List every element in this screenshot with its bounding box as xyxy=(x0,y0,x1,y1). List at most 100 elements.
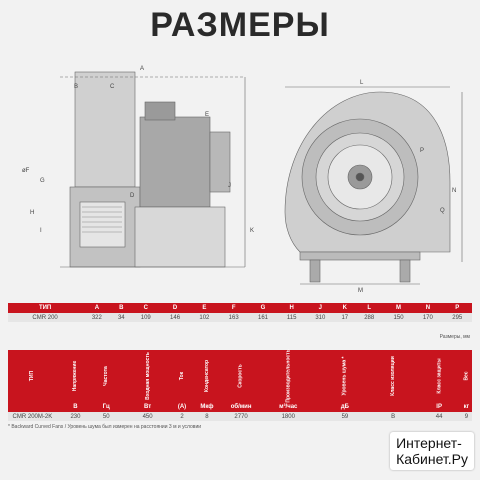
spec-unit xyxy=(8,402,57,412)
dimensions-unit-note: Размеры, мм xyxy=(439,334,470,340)
spec-header: Скорость xyxy=(226,350,256,402)
dim-header: B xyxy=(111,303,132,313)
label-P: P xyxy=(420,148,424,154)
dimensions-table: ТИП A B C D E F G H J K L M N P CMR 200 … xyxy=(8,303,472,322)
dim-cell: 170 xyxy=(413,313,443,322)
dim-header: E xyxy=(189,303,220,313)
label-I: I xyxy=(40,228,42,234)
spec-cell: 450 xyxy=(118,412,177,421)
label-H: H xyxy=(30,210,34,216)
specs-header-row: ТИП Напряжение Частота Входная мощность … xyxy=(8,349,472,403)
watermark-line1: Интернет- xyxy=(396,435,462,451)
dim-cell: 288 xyxy=(354,313,384,322)
spec-unit: об/мин xyxy=(226,402,256,412)
dim-cell: 322 xyxy=(82,313,112,322)
specs-unit-row: В Гц Вт (А) Мкф об/мин м³/час дБ IP кг xyxy=(8,402,472,412)
front-view xyxy=(284,86,463,285)
spec-unit: IP xyxy=(417,402,461,412)
dim-cell: 310 xyxy=(305,313,335,322)
dim-header: G xyxy=(248,303,278,313)
dim-header: C xyxy=(131,303,161,313)
dim-header: K xyxy=(335,303,355,313)
spec-cell: CMR 200M-2K xyxy=(8,412,57,421)
spec-unit: В xyxy=(56,402,95,412)
spec-cell: 50 xyxy=(94,412,119,421)
label-B: B xyxy=(74,84,78,90)
spec-unit: Гц xyxy=(94,402,119,412)
spec-header: Ток xyxy=(176,350,188,402)
spec-unit: Вт xyxy=(118,402,177,412)
label-N: N xyxy=(452,188,456,194)
page-title: РАЗМЕРЫ xyxy=(150,6,330,44)
label-A: A xyxy=(140,66,144,72)
fan-housing-top xyxy=(74,71,136,188)
spec-unit: кг xyxy=(460,402,472,412)
spec-header: Уровень шума * xyxy=(321,350,369,402)
specs-value-row: CMR 200M-2K 230 50 450 2 8 2770 1800 59 … xyxy=(8,412,472,421)
dimensions-header-row: ТИП A B C D E F G H J K L M N P xyxy=(8,303,472,313)
label-E: E xyxy=(205,112,209,118)
label-K: K xyxy=(250,228,254,234)
spec-cell: 230 xyxy=(56,412,95,421)
base-plate xyxy=(299,251,421,261)
spec-header: Вес xyxy=(460,350,472,402)
footnote: * Backward Curved Fans / Уровень шума бы… xyxy=(8,424,202,430)
fan-dimension-drawing: A B C D E øF G H I J K L M N P Q xyxy=(22,66,463,292)
spec-cell: 59 xyxy=(321,412,369,421)
label-L: L xyxy=(360,80,364,86)
spec-unit: (А) xyxy=(176,402,188,412)
dim-cell: 295 xyxy=(442,313,472,322)
label-C: C xyxy=(110,84,115,90)
spec-cell: 8 xyxy=(187,412,227,421)
dim-cell: 102 xyxy=(189,313,220,322)
spec-header: Класс защиты xyxy=(417,350,461,402)
site-watermark[interactable]: Интернет- Кабинет.Ру xyxy=(390,432,474,470)
spec-unit: м³/час xyxy=(255,402,321,412)
dim-cell: 109 xyxy=(131,313,161,322)
spec-header: Частота xyxy=(94,350,119,402)
mount-base xyxy=(134,206,226,268)
specs-table: ТИП Напряжение Частота Входная мощность … xyxy=(8,349,472,421)
dim-header: H xyxy=(277,303,306,313)
label-F: øF xyxy=(22,168,30,174)
spec-header: ТИП xyxy=(8,350,57,402)
label-D: D xyxy=(130,193,135,199)
side-view xyxy=(60,71,246,268)
spec-cell: 1800 xyxy=(255,412,321,421)
spec-header: Класс изоляции xyxy=(368,350,418,402)
spec-unit: Мкф xyxy=(187,402,227,412)
spec-header: Конденсатор xyxy=(187,350,227,402)
label-Q: Q xyxy=(440,208,445,214)
spec-header: Напряжение xyxy=(56,350,95,402)
label-G: G xyxy=(40,178,45,184)
dim-header: F xyxy=(219,303,249,313)
dim-header: M xyxy=(383,303,414,313)
dim-header: A xyxy=(82,303,112,313)
spec-cell: 9 xyxy=(460,412,472,421)
label-J: J xyxy=(228,183,231,189)
dim-cell: 161 xyxy=(248,313,278,322)
dim-cell: 115 xyxy=(277,313,306,322)
spec-cell: 2770 xyxy=(226,412,256,421)
dim-cell: 17 xyxy=(335,313,355,322)
dim-cell: 163 xyxy=(219,313,249,322)
spec-cell: B xyxy=(368,412,418,421)
dimensions-value-row: CMR 200 322 34 109 146 102 163 161 115 3… xyxy=(8,313,472,322)
label-M: M xyxy=(358,288,363,292)
spec-unit: дБ xyxy=(321,402,369,412)
dim-header: J xyxy=(305,303,335,313)
spec-cell: 44 xyxy=(417,412,461,421)
dim-header: ТИП xyxy=(8,303,83,313)
dim-header: N xyxy=(413,303,443,313)
dim-header: P xyxy=(442,303,472,313)
dim-cell: 146 xyxy=(160,313,190,322)
spec-cell: 2 xyxy=(176,412,188,421)
spec-header: Производительность xyxy=(255,349,321,403)
dim-cell: 34 xyxy=(111,313,132,322)
spec-header: Входная мощность xyxy=(118,350,177,402)
dim-header: D xyxy=(160,303,190,313)
spec-unit xyxy=(368,402,418,412)
motor-body xyxy=(139,116,211,208)
dim-cell: 150 xyxy=(383,313,414,322)
dim-cell: CMR 200 xyxy=(8,313,83,322)
